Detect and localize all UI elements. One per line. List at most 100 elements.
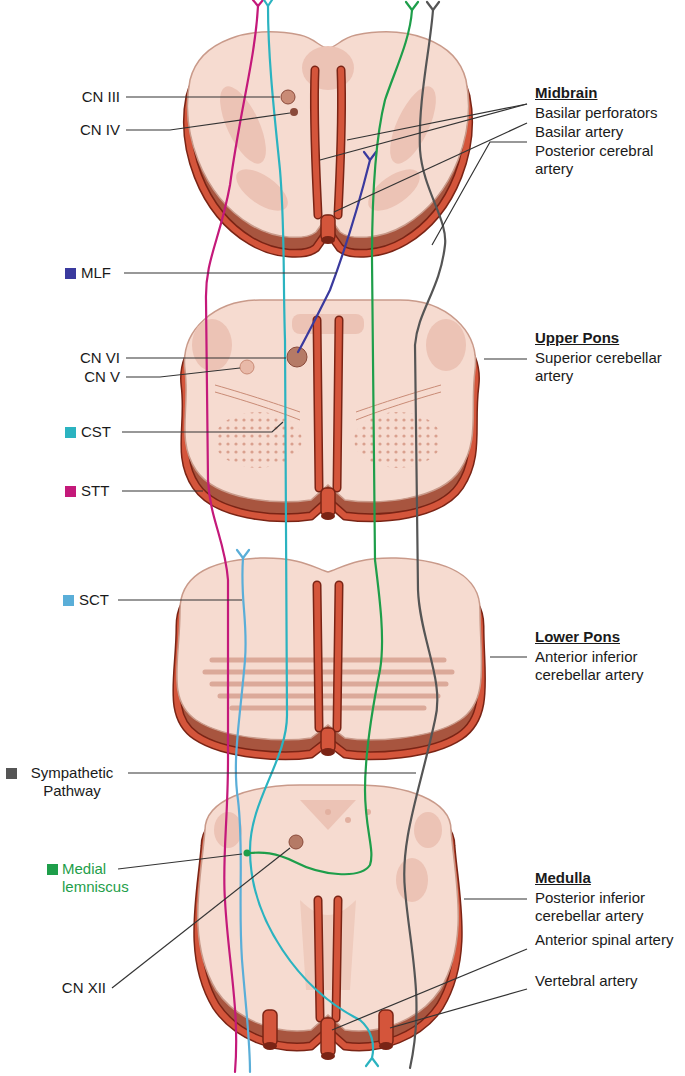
illustration-part	[320, 104, 527, 160]
illustration-part	[464, 898, 527, 899]
illustration-part	[126, 96, 280, 97]
illustration-part	[237, 550, 249, 558]
illustration-part	[345, 817, 351, 823]
illustration-part	[381, 80, 446, 170]
illustration-part	[321, 488, 335, 516]
illustration-part	[314, 70, 318, 215]
illustration-part	[292, 314, 364, 334]
illustration-part	[404, 10, 445, 1068]
illustration-part	[250, 6, 373, 1058]
illustration-part	[229, 161, 294, 218]
illustration-part	[122, 422, 283, 432]
illustration-part	[128, 772, 416, 773]
illustration-part	[336, 900, 338, 1018]
illustration-part	[379, 1042, 393, 1050]
illustration-part	[334, 123, 527, 212]
illustration-part	[337, 585, 339, 728]
legend-label: STT	[81, 482, 121, 500]
illustration-part	[118, 599, 242, 600]
illustration-part	[317, 585, 319, 728]
illustration-part	[112, 848, 290, 988]
illustration-part	[317, 320, 319, 488]
structure-label: Basilar perforators	[535, 104, 680, 122]
structure-label: Posterior inferior cerebellar artery	[535, 889, 680, 925]
structure-label: Anterior spinal artery	[535, 931, 680, 949]
legend-label: CST	[81, 423, 121, 441]
illustration-part	[490, 656, 527, 657]
illustration-part	[432, 142, 527, 245]
illustration-part	[206, 6, 258, 1072]
structure-label: Basilar artery	[535, 123, 680, 141]
illustration-part	[300, 800, 356, 830]
legend-swatch	[65, 268, 76, 279]
illustration-part	[325, 809, 331, 815]
legend-label: SCT	[79, 591, 119, 609]
illustration-part	[264, 0, 272, 6]
structure-label: Superior cerebellar artery	[535, 349, 680, 385]
illustration-part	[244, 850, 251, 857]
structure-label: CN VI	[30, 349, 120, 367]
illustration-part	[338, 70, 342, 215]
illustration-part	[302, 46, 354, 90]
illustration-part	[364, 152, 376, 160]
illustration-part	[290, 108, 298, 116]
illustration-part	[396, 858, 428, 902]
legend-label: MLF	[81, 264, 121, 282]
illustration-part	[214, 412, 302, 468]
illustration-part	[336, 900, 338, 1018]
illustration-part	[289, 835, 303, 849]
structure-label: CN IV	[30, 121, 120, 139]
lower-pons-section	[177, 558, 482, 756]
legend-swatch	[47, 864, 58, 875]
illustration-part	[347, 104, 527, 140]
illustration-part	[281, 90, 295, 104]
section-heading: Lower Pons	[535, 628, 675, 646]
illustration-part	[321, 512, 335, 520]
illustration-part	[361, 161, 426, 218]
illustration-part	[236, 558, 250, 1072]
illustration-part	[214, 812, 242, 848]
illustration-part	[118, 854, 242, 869]
structure-label: CN V	[30, 368, 120, 386]
structure-label: CN XII	[8, 979, 106, 997]
illustration-part	[414, 812, 442, 848]
medulla-section	[198, 785, 459, 1060]
legend-swatch	[63, 595, 74, 606]
legend-label: Sympathetic Pathway	[22, 764, 122, 800]
illustration-part	[124, 272, 337, 273]
illustration-part	[192, 319, 232, 371]
legend-label: Medial lemniscus	[62, 860, 152, 896]
structure-label: CN III	[30, 88, 120, 106]
illustration-part	[314, 70, 318, 215]
structure-label: Vertebral artery	[535, 972, 680, 990]
illustration-part	[426, 319, 466, 371]
illustration-part	[321, 748, 335, 756]
illustration-part	[253, 0, 263, 6]
section-heading: Midbrain	[535, 84, 675, 102]
leader-lines	[112, 97, 527, 1030]
illustration-part	[318, 900, 320, 1018]
illustration-part	[215, 385, 441, 420]
illustration-part	[406, 2, 418, 10]
illustration-part	[317, 585, 319, 728]
illustration-part	[185, 300, 476, 502]
illustration-part	[337, 320, 339, 488]
upper-pons-section	[185, 300, 476, 520]
illustration-part	[263, 1010, 277, 1046]
illustration-part	[300, 900, 356, 990]
illustration-part	[338, 70, 342, 215]
legend-swatch	[65, 427, 76, 438]
illustration-part	[332, 949, 527, 1030]
illustration-part	[337, 585, 339, 728]
illustration-part	[366, 1058, 378, 1066]
illustration-part	[337, 320, 339, 488]
legend-swatch	[6, 768, 17, 779]
illustration-part	[126, 357, 286, 358]
illustration-part	[287, 347, 307, 367]
illustration-part	[122, 490, 203, 491]
illustration-part	[427, 2, 439, 10]
illustration-part	[211, 80, 276, 170]
tract-lines	[206, 0, 445, 1072]
illustration-part	[126, 113, 290, 130]
